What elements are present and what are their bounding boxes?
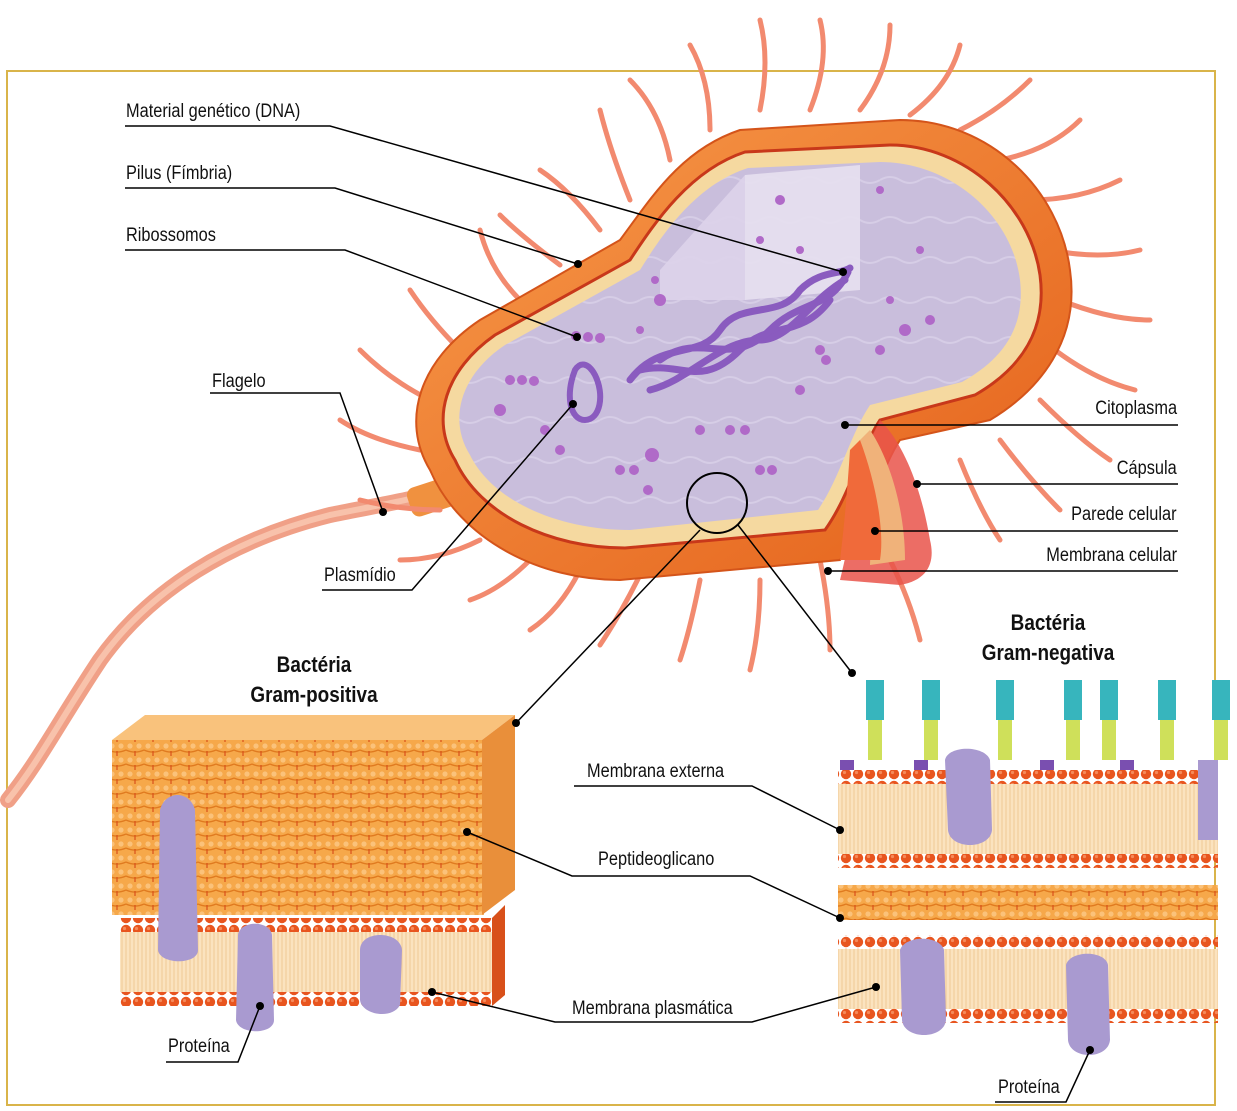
label-cell-membrane: Membrana celular (1046, 545, 1177, 567)
label-dna: Material genético (DNA) (126, 101, 300, 123)
gram-negative-wall (838, 680, 1230, 1055)
label-cytoplasm: Citoplasma (1095, 398, 1177, 420)
heading-gram-positive-line1: Bactéria (228, 650, 400, 680)
label-cell-wall: Parede celular (1072, 504, 1177, 526)
heading-gram-negative: Bactéria Gram-negativa (962, 608, 1134, 668)
label-peptidoglycan: Peptideoglicano (598, 849, 714, 871)
heading-gram-positive-line2: Gram-positiva (228, 680, 400, 710)
leader-flagellum (210, 393, 383, 512)
label-plasma-membrane: Membrana plasmática (572, 998, 733, 1020)
label-pilus: Pilus (Fímbria) (126, 163, 232, 185)
heading-gram-positive: Bactéria Gram-positiva (228, 650, 400, 710)
heading-gram-negative-line1: Bactéria (962, 608, 1134, 638)
lipopolysaccharide-chains (840, 680, 1230, 770)
label-outer-membrane: Membrana externa (587, 761, 724, 783)
leader-peptidoglycan-left (467, 832, 840, 918)
label-ribosomes: Ribossomos (126, 225, 216, 247)
gram-positive-wall (112, 715, 515, 1031)
label-flagellum: Flagelo (212, 371, 266, 393)
label-capsule: Cápsula (1117, 458, 1177, 480)
label-protein-left: Proteína (168, 1036, 230, 1058)
label-protein-right: Proteína (998, 1077, 1060, 1099)
heading-gram-negative-line2: Gram-negativa (962, 638, 1134, 668)
leader-outer-membrane (574, 786, 840, 830)
label-plasmid: Plasmídio (324, 565, 396, 587)
